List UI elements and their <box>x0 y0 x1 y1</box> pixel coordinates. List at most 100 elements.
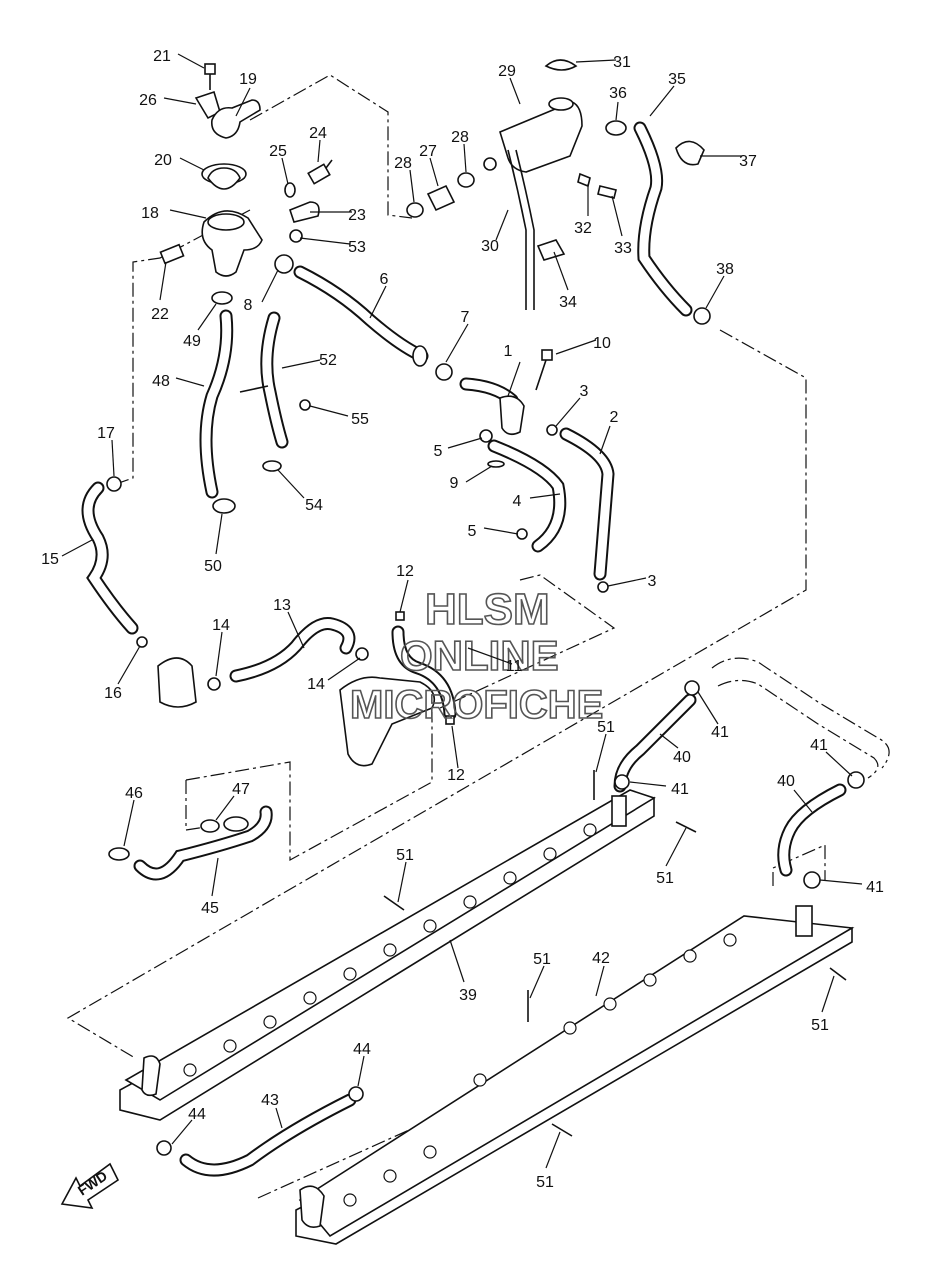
leader-line-c51d <box>529 965 545 999</box>
watermark: HLSM ONLINE MICROFICHE <box>349 584 604 728</box>
leader-line-c1 <box>507 361 521 397</box>
callout-c41a: 41 <box>711 724 729 741</box>
exchanger-42-inlet <box>299 1185 325 1228</box>
callout-c20: 20 <box>154 152 172 169</box>
clamp-50 <box>212 498 236 514</box>
hose-11 <box>391 625 457 721</box>
leader-line-c48 <box>175 377 205 387</box>
leader-line-c41b <box>629 781 667 787</box>
leader-line-c2 <box>599 425 611 455</box>
callout-c36: 36 <box>609 85 627 102</box>
leader-line-c19 <box>235 87 251 117</box>
callout-c25: 25 <box>269 143 287 160</box>
o-ring-25 <box>284 182 296 198</box>
callout-c46: 46 <box>125 785 143 802</box>
leader-line-c51b <box>665 827 687 867</box>
clamp-12-upper <box>395 611 405 621</box>
leader-line-c30 <box>495 209 509 241</box>
leader-line-c41d <box>819 879 863 885</box>
hose-52 <box>239 311 289 449</box>
callout-c8: 8 <box>244 297 253 314</box>
leader-line-c45 <box>211 857 219 897</box>
callout-c14b: 14 <box>307 676 325 693</box>
leader-line-c14a <box>215 631 223 677</box>
plug-22 <box>159 243 185 265</box>
callout-c18: 18 <box>141 205 159 222</box>
leader-line-c20 <box>179 157 205 171</box>
leader-line-c51f <box>545 1131 561 1169</box>
leader-line-c13 <box>287 611 305 649</box>
thermostat-20 <box>201 163 247 190</box>
callout-c35: 35 <box>668 71 686 88</box>
clamp-41-b <box>614 774 630 790</box>
leader-line-c52 <box>281 359 321 369</box>
valve-body-1 <box>499 395 525 436</box>
watermark-line1: HLSM <box>425 585 550 634</box>
clamp-41-d <box>803 871 821 889</box>
leader-line-c51e <box>821 975 835 1013</box>
callout-c41d: 41 <box>866 879 884 896</box>
coolant-reservoir-group <box>406 59 627 310</box>
leader-line-c49 <box>197 303 217 331</box>
callout-c51f: 51 <box>536 1174 554 1191</box>
leader-line-c47 <box>215 795 235 821</box>
callout-c30: 30 <box>481 238 499 255</box>
leader-line-c28b <box>463 143 467 173</box>
joint-27 <box>426 184 456 212</box>
clamp-54 <box>262 460 282 472</box>
callout-c3a: 3 <box>580 383 589 400</box>
reservoir-cap-31 <box>544 59 578 71</box>
leader-line-c33 <box>611 195 623 237</box>
callout-c47: 47 <box>232 781 250 798</box>
callout-c42: 42 <box>592 950 610 967</box>
callout-c12a: 12 <box>396 563 414 580</box>
leader-line-c5b <box>483 527 519 535</box>
callout-c44b: 44 <box>188 1106 206 1123</box>
thermostat-housing-group <box>159 63 333 305</box>
leader-line-c9 <box>465 465 493 483</box>
clamp-28b <box>457 172 475 188</box>
clamp-41-a <box>684 680 700 696</box>
leader-line-c12b <box>451 725 459 769</box>
clamp-38 <box>693 307 711 325</box>
leader-line-c51c <box>397 861 407 903</box>
exchanger-42-holes <box>343 933 737 1207</box>
callout-c54: 54 <box>305 497 323 514</box>
leader-line-c7 <box>445 323 469 363</box>
hose-45 <box>133 805 273 881</box>
clamp-16 <box>136 636 148 648</box>
leader-line-c39 <box>449 939 465 983</box>
callout-c9: 9 <box>450 475 459 492</box>
leader-line-c46 <box>123 799 135 847</box>
hose-30 <box>507 149 535 310</box>
leader-line-c12a <box>399 579 409 613</box>
leader-line-c40b <box>793 789 813 813</box>
callout-c10: 10 <box>593 335 611 352</box>
leader-line-c44a <box>357 1055 365 1087</box>
leader-line-c35 <box>649 85 675 117</box>
callout-c14a: 14 <box>212 617 230 634</box>
callout-c39: 39 <box>459 987 477 1004</box>
leader-line-c21 <box>177 53 205 69</box>
callout-c19: 19 <box>239 71 257 88</box>
callout-c49: 49 <box>183 333 201 350</box>
callout-c51b: 51 <box>656 870 674 887</box>
clamp-37 <box>675 140 705 166</box>
leader-line-c55 <box>309 405 349 417</box>
fwd-arrow-icon: FWD <box>60 1162 120 1209</box>
callout-c12b: 12 <box>447 767 465 784</box>
callout-c43: 43 <box>261 1092 279 1109</box>
leader-line-c6 <box>369 285 387 319</box>
hose-43 <box>179 1093 357 1177</box>
thermostat-housing-18 <box>201 210 263 277</box>
callout-c32: 32 <box>574 220 592 237</box>
leader-line-c43 <box>275 1107 283 1129</box>
hose-40-upper <box>613 693 697 793</box>
leader-line-c36 <box>615 101 619 121</box>
leader-line-c22 <box>159 261 167 301</box>
callout-c45: 45 <box>201 900 219 917</box>
callout-c41c: 41 <box>810 737 828 754</box>
leader-line-c11 <box>467 647 513 665</box>
